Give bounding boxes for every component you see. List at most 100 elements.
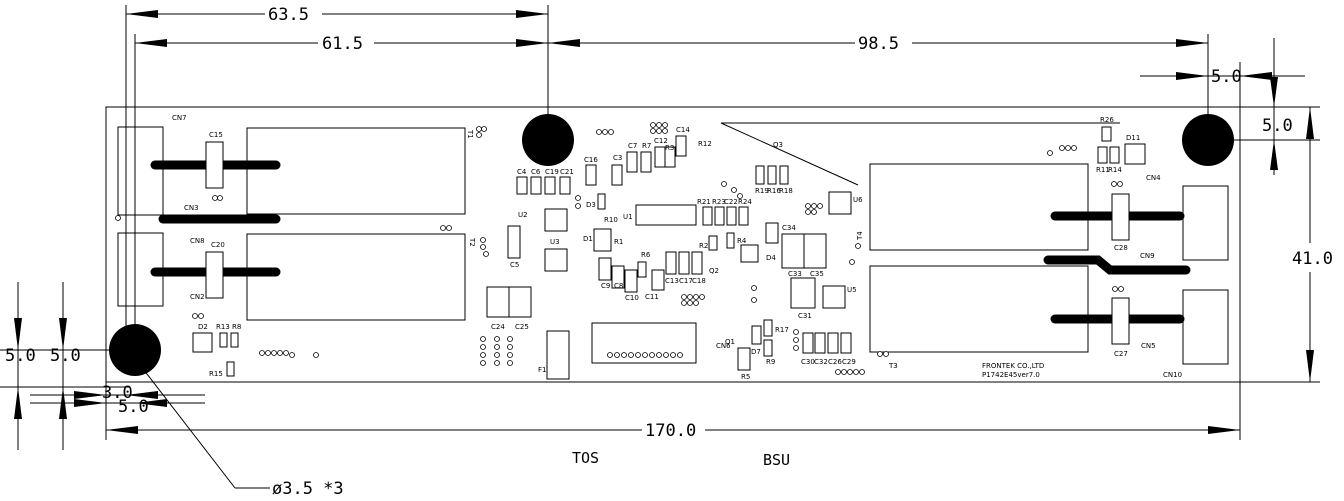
cap-c16 xyxy=(585,164,597,186)
pad-cluster xyxy=(115,126,489,358)
resistor-r21 xyxy=(702,206,713,226)
label-c19: C19 xyxy=(545,168,559,176)
label-c9: C9 xyxy=(601,282,610,290)
mounting-hole-bottom-left xyxy=(109,324,161,376)
resistor-r11 xyxy=(1097,146,1108,164)
dimension-98-5: 98.5 xyxy=(548,34,1209,120)
dim-63-5-label: 63.5 xyxy=(268,5,309,25)
capacitor-c27 xyxy=(1111,297,1130,345)
label-t1: T1 xyxy=(466,129,474,139)
label-c6: C6 xyxy=(531,168,541,176)
label-r10: R10 xyxy=(604,216,618,224)
resistor-r9 xyxy=(763,339,773,357)
label-c31: C31 xyxy=(798,312,812,320)
resistor-r16 xyxy=(767,165,777,185)
label-c30: C30 xyxy=(801,358,815,366)
transformer-t3 xyxy=(869,265,1089,353)
cap-c3 xyxy=(611,164,623,186)
dim-61-5-label: 61.5 xyxy=(322,34,363,54)
side-label-bsu: BSU xyxy=(763,451,790,469)
dim-5-tr-v-label: 5.0 xyxy=(1262,116,1293,136)
board-part-number-label: P1742E45ver7.0 xyxy=(982,371,1040,379)
ic-u2 xyxy=(544,208,568,232)
label-c12: C12 xyxy=(654,137,668,145)
label-t3: T3 xyxy=(888,362,898,370)
diode-d11 xyxy=(1124,143,1146,165)
label-r7: R7 xyxy=(642,142,651,150)
label-t2: T2 xyxy=(468,237,476,247)
cap-row-c4-c21 xyxy=(516,176,571,195)
cap-c25 xyxy=(508,286,532,318)
label-r16: R16 xyxy=(767,187,781,195)
label-cn7: CN7 xyxy=(172,114,187,122)
label-c22: C22 xyxy=(724,198,738,206)
dim-5-tr-h-label: 5.0 xyxy=(1211,67,1242,87)
label-r11: R11 xyxy=(1096,166,1110,174)
label-r1: R1 xyxy=(614,238,623,246)
label-r18: R18 xyxy=(779,187,793,195)
hole-spec-label: ø3.5 *3 xyxy=(272,479,344,499)
diode-d2 xyxy=(192,332,213,353)
resistor-r23 xyxy=(714,206,725,226)
resistor-r6 xyxy=(637,261,647,278)
dimension-61-5: 61.5 xyxy=(134,34,548,345)
cap-c35 xyxy=(803,233,827,269)
cap-c12 xyxy=(654,146,666,168)
label-u2: U2 xyxy=(518,211,528,219)
label-c28: C28 xyxy=(1114,244,1128,252)
label-r4: R4 xyxy=(737,237,747,245)
capacitor-c20 xyxy=(205,251,224,299)
dim-5-bl-a-label: 5.0 xyxy=(5,346,36,366)
label-r26: R26 xyxy=(1100,116,1114,124)
label-r19: R19 xyxy=(755,187,769,195)
via-pads xyxy=(480,122,1124,375)
label-c4: C4 xyxy=(517,168,527,176)
resistor-r2 xyxy=(708,235,718,251)
label-cn3: CN3 xyxy=(184,204,199,212)
cap-c5 xyxy=(507,225,521,259)
label-c25: C25 xyxy=(515,323,529,331)
label-c27: C27 xyxy=(1114,350,1128,358)
resistor-r24 xyxy=(738,206,749,226)
fuse-f1 xyxy=(546,330,570,380)
transformer-t1 xyxy=(246,127,466,215)
label-d11: D11 xyxy=(1126,134,1140,142)
mounting-hole-top-right xyxy=(1182,114,1234,166)
cap-c10 xyxy=(611,265,625,289)
label-r9: R9 xyxy=(766,358,775,366)
resistor-r10 xyxy=(597,193,606,210)
label-r3: R3 xyxy=(665,144,674,152)
label-cn2: CN2 xyxy=(190,293,205,301)
ic-u6 xyxy=(828,191,852,215)
label-c26: C26 xyxy=(828,358,842,366)
label-cn6: CN6 xyxy=(716,342,731,350)
dim-41-label: 41.0 xyxy=(1292,249,1333,269)
dimension-170: 170.0 xyxy=(105,382,1241,441)
label-c13: C13 xyxy=(665,277,679,285)
label-c3: C3 xyxy=(613,154,622,162)
label-c24: C24 xyxy=(491,323,505,331)
cap-c31 xyxy=(790,277,816,309)
diode-d1 xyxy=(593,228,612,252)
dimension-63-5: 63.5 xyxy=(125,5,549,343)
label-d3: D3 xyxy=(586,201,596,209)
label-r17: R17 xyxy=(775,326,789,334)
dim-98-5-label: 98.5 xyxy=(858,34,899,54)
label-c21: C21 xyxy=(560,168,574,176)
label-cn8: CN8 xyxy=(190,237,205,245)
label-cn5: CN5 xyxy=(1141,342,1156,350)
cap-c33 xyxy=(781,233,805,269)
resistor-r14 xyxy=(1109,146,1120,164)
resistor-r17 xyxy=(763,319,773,337)
cap-c32 xyxy=(814,332,826,354)
dim-170-label: 170.0 xyxy=(645,421,696,441)
label-r5: R5 xyxy=(741,373,750,381)
cap-c30 xyxy=(802,332,814,354)
label-r24: R24 xyxy=(738,198,752,206)
capacitor-c28 xyxy=(1111,193,1130,241)
cap-c29 xyxy=(840,332,852,354)
cap-c13 xyxy=(665,251,677,275)
resistor-r4 xyxy=(726,232,735,249)
label-r23: R23 xyxy=(712,198,726,206)
label-r8: R8 xyxy=(232,323,241,331)
